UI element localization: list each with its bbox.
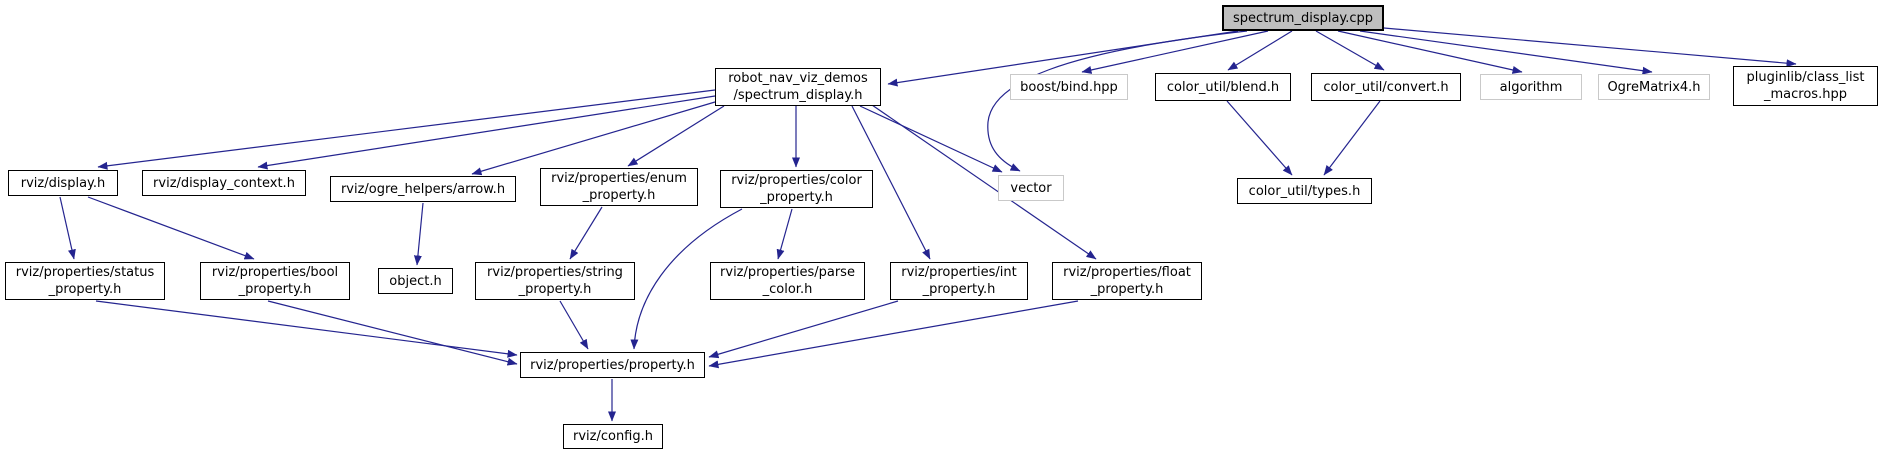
node-rviz-display-h[interactable]: rviz/display.h [8, 170, 118, 196]
edge-cpp-vector [987, 30, 1248, 172]
node-label-line1: rviz/properties/color [731, 173, 862, 188]
node-label: rviz/ogre_helpers/arrow.h [340, 181, 506, 197]
node-rviz-properties-bool-property-h[interactable]: rviz/properties/bool _property.h [200, 262, 350, 300]
node-label: rviz/config.h [572, 429, 653, 444]
node-label: color_util/types.h [1248, 183, 1361, 199]
edge-float-property-h [708, 300, 1079, 369]
node-label-line2: _property.h [48, 282, 122, 297]
node-label: algorithm [1499, 79, 1563, 95]
node-vector: vector [998, 175, 1064, 201]
edge-color-property-h [630, 208, 743, 350]
edge-convert-types-h [1323, 100, 1381, 176]
edge-cpp-ogrematrix4 [1359, 30, 1653, 75]
node-label: rviz/properties/property.h [530, 357, 695, 373]
edge-arrow-h-object-h [413, 202, 424, 266]
edge-blend-types-h [1226, 100, 1293, 176]
node-rviz-properties-status-property-h[interactable]: rviz/properties/status _property.h [5, 262, 165, 300]
node-spectrum-display-cpp: spectrum_display.cpp [1222, 5, 1384, 31]
edge-spectrum-h-display-h [97, 89, 716, 170]
node-label: boost/bind.hpp [1020, 79, 1118, 95]
node-color-util-types-h[interactable]: color_util/types.h [1237, 178, 1372, 204]
node-algorithm: algorithm [1480, 74, 1582, 100]
node-ogrematrix4-h: OgreMatrix4.h [1598, 74, 1710, 100]
node-label-line2: _property.h [582, 188, 656, 203]
node-label-line1: rviz/properties/bool [211, 265, 339, 280]
node-label: OgreMatrix4.h [1607, 79, 1701, 95]
edge-int-property-h [708, 300, 899, 359]
node-rviz-ogre-helpers-arrow-h[interactable]: rviz/ogre_helpers/arrow.h [330, 176, 516, 202]
node-label-line1: rviz/properties/int [901, 265, 1017, 280]
edge-color-parse-color [776, 208, 793, 260]
node-rviz-properties-int-property-h[interactable]: rviz/properties/int _property.h [890, 262, 1028, 300]
node-label: object.h [389, 273, 442, 289]
node-robot-nav-viz-demos-spectrum-display-h[interactable]: robot_nav_viz_demos /spectrum_display.h [715, 68, 881, 106]
node-label-line2: _property.h [922, 282, 996, 297]
edge-display-h-bool-property [87, 196, 255, 260]
edge-cpp-blend [1227, 30, 1293, 71]
edge-cpp-boost-bind [1081, 30, 1269, 74]
node-color-util-convert-h[interactable]: color_util/convert.h [1311, 73, 1461, 101]
edge-cpp-algorithm [1337, 30, 1523, 74]
node-label: color_util/blend.h [1166, 79, 1280, 95]
node-boost-bind-hpp: boost/bind.hpp [1010, 74, 1128, 100]
node-rviz-properties-string-property-h[interactable]: rviz/properties/string _property.h [475, 262, 635, 300]
edge-spectrum-h-arrow-h [471, 101, 716, 176]
edge-spectrum-h-float-property [871, 104, 1097, 260]
node-rviz-properties-enum-property-h[interactable]: rviz/properties/enum _property.h [540, 168, 698, 206]
node-label-line2: /spectrum_display.h [733, 88, 863, 103]
edge-spectrum-h-display-context [257, 95, 716, 170]
node-label-line2: _property.h [238, 282, 312, 297]
node-color-util-blend-h[interactable]: color_util/blend.h [1155, 73, 1291, 101]
edge-spectrum-h-enum-property [627, 105, 725, 167]
edge-spectrum-h-int-property [851, 105, 931, 260]
node-label: vector [1010, 180, 1052, 196]
node-rviz-properties-color-property-h[interactable]: rviz/properties/color _property.h [720, 170, 873, 208]
node-rviz-properties-float-property-h[interactable]: rviz/properties/float _property.h [1052, 262, 1202, 300]
edge-status-property-h [95, 300, 518, 358]
node-label-line1: rviz/properties/status [15, 265, 155, 280]
node-label-line1: rviz/properties/parse [720, 265, 855, 280]
node-label-line2: _color.h [762, 282, 813, 297]
edge-cpp-pluginlib [1383, 27, 1797, 68]
edge-string-property-h [559, 300, 589, 350]
edge-cpp-convert [1315, 30, 1385, 71]
node-label-line1: robot_nav_viz_demos [728, 71, 868, 86]
node-label-line2: _property.h [518, 282, 592, 297]
node-label-line2: _property.h [760, 190, 833, 205]
edge-bool-property-h [267, 300, 518, 366]
node-label-line1: pluginlib/class_list [1746, 70, 1865, 85]
node-label-line1: rviz/properties/enum [551, 171, 687, 186]
node-rviz-display-context-h[interactable]: rviz/display_context.h [142, 170, 306, 196]
node-rviz-properties-parse-color-h[interactable]: rviz/properties/parse _color.h [710, 262, 865, 300]
node-label: rviz/display_context.h [153, 175, 295, 191]
node-object-h[interactable]: object.h [378, 268, 453, 294]
node-label: spectrum_display.cpp [1232, 10, 1374, 26]
node-label: color_util/convert.h [1323, 79, 1449, 95]
node-label-line1: rviz/properties/float [1063, 265, 1191, 280]
node-label-line1: rviz/properties/string [487, 265, 623, 280]
node-label: rviz/display.h [20, 175, 106, 191]
edge-spectrum-h-vector [859, 105, 1003, 173]
node-rviz-properties-property-h[interactable]: rviz/properties/property.h [520, 352, 705, 378]
edge-display-h-status-property [59, 196, 76, 260]
node-rviz-config-h[interactable]: rviz/config.h [563, 424, 663, 449]
node-label-line2: _property.h [1090, 282, 1164, 297]
node-label-line2: _macros.hpp [1764, 87, 1847, 102]
edge-enum-string-property [569, 206, 603, 260]
node-pluginlib-class-list-macros-hpp[interactable]: pluginlib/class_list _macros.hpp [1733, 66, 1878, 106]
